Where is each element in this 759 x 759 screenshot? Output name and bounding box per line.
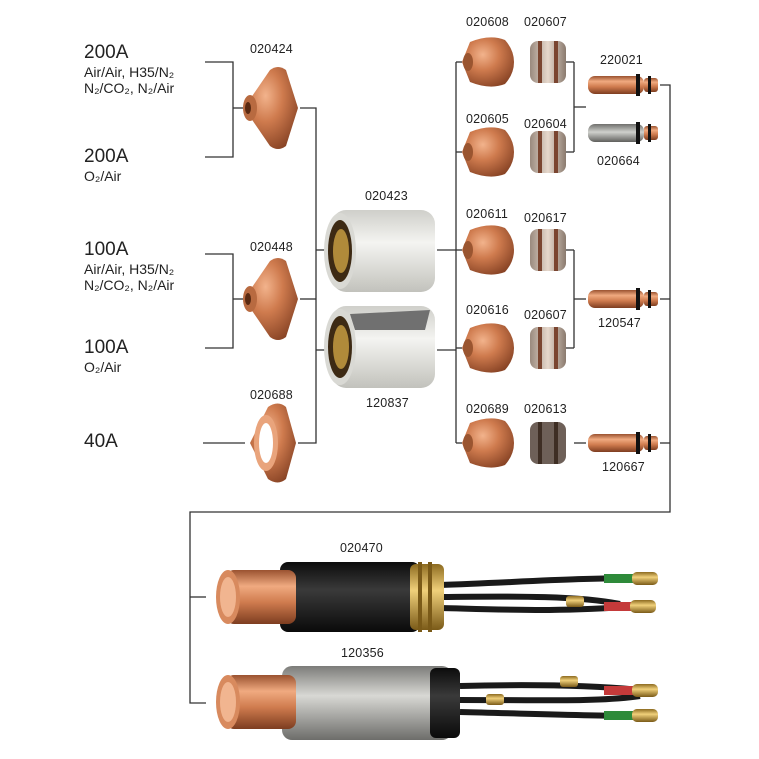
part-number-swirl-4: 020607 — [524, 308, 567, 322]
part-number-torch-2: 120356 — [341, 646, 384, 660]
part-number-nozzle-1: 020608 — [466, 15, 509, 29]
group-40a: 40A — [84, 431, 118, 453]
gas-label: N₂/CO₂, N₂/Air — [84, 276, 175, 293]
part-number-shield-40: 020688 — [250, 388, 293, 402]
shield-020424 — [243, 67, 298, 149]
amps-label: 200A — [84, 146, 129, 167]
swirl-ring-020607-a — [530, 41, 566, 83]
swirl-ring-020604 — [530, 131, 566, 173]
part-number-retaining-cap-alt: 120837 — [366, 396, 409, 410]
electrode-120547 — [588, 288, 658, 310]
part-number-electrode-4: 120667 — [602, 460, 645, 474]
torch-120356 — [216, 666, 658, 740]
part-number-electrode-1: 220021 — [600, 53, 643, 67]
part-number-electrode-2: 020664 — [597, 154, 640, 168]
nozzle-020608 — [462, 37, 514, 87]
nozzle-020605 — [462, 127, 514, 177]
connector-lines — [189, 61, 671, 704]
electrode-120667 — [588, 432, 658, 454]
gas-label: O₂/Air — [84, 358, 122, 375]
retaining-cap-020423 — [324, 210, 435, 292]
swirl-ring-020613 — [530, 422, 566, 464]
retaining-cap-120837 — [324, 306, 435, 388]
amps-label: 200A — [84, 42, 129, 63]
amps-label: 100A — [84, 239, 129, 260]
part-number-shield-200: 020424 — [250, 42, 293, 56]
part-number-swirl-1: 020607 — [524, 15, 567, 29]
amps-label: 100A — [84, 337, 129, 358]
part-number-shield-100: 020448 — [250, 240, 293, 254]
part-number-nozzle-4: 020616 — [466, 303, 509, 317]
part-number-swirl-5: 020613 — [524, 402, 567, 416]
part-number-retaining-cap: 020423 — [365, 189, 408, 203]
amps-label: 40A — [84, 431, 118, 452]
group-200a-oxygen: 200A O₂/Air — [84, 146, 128, 184]
part-number-nozzle-3: 020611 — [466, 207, 508, 221]
group-200a-mixed: 200A Air/Air, H35/N₂ N₂/CO₂, N₂/Air — [84, 42, 174, 96]
gas-label: N₂/CO₂, N₂/Air — [84, 79, 175, 96]
group-100a-mixed: 100A Air/Air, H35/N₂ N₂/CO₂, N₂/Air — [84, 239, 174, 293]
gas-label: O₂/Air — [84, 167, 122, 184]
nozzle-020689 — [462, 418, 514, 468]
group-100a-oxygen: 100A O₂/Air — [84, 337, 128, 375]
part-number-torch-1: 020470 — [340, 541, 383, 555]
swirl-ring-020607-b — [530, 327, 566, 369]
gas-label: Air/Air, H35/N₂ — [84, 260, 175, 277]
electrode-020664 — [588, 122, 658, 144]
part-number-swirl-2: 020604 — [524, 117, 567, 131]
part-number-nozzle-5: 020689 — [466, 402, 509, 416]
electrode-220021 — [588, 74, 658, 96]
shield-020448 — [243, 258, 298, 340]
swirl-ring-020617 — [530, 229, 566, 271]
nozzle-020616 — [462, 323, 514, 373]
part-number-swirl-3: 020617 — [524, 211, 567, 225]
torch-020470 — [216, 562, 658, 632]
nozzle-020611 — [462, 225, 514, 275]
part-number-electrode-3: 120547 — [598, 316, 641, 330]
shield-020688 — [250, 403, 296, 483]
part-number-nozzle-2: 020605 — [466, 112, 509, 126]
gas-label: Air/Air, H35/N₂ — [84, 63, 175, 80]
